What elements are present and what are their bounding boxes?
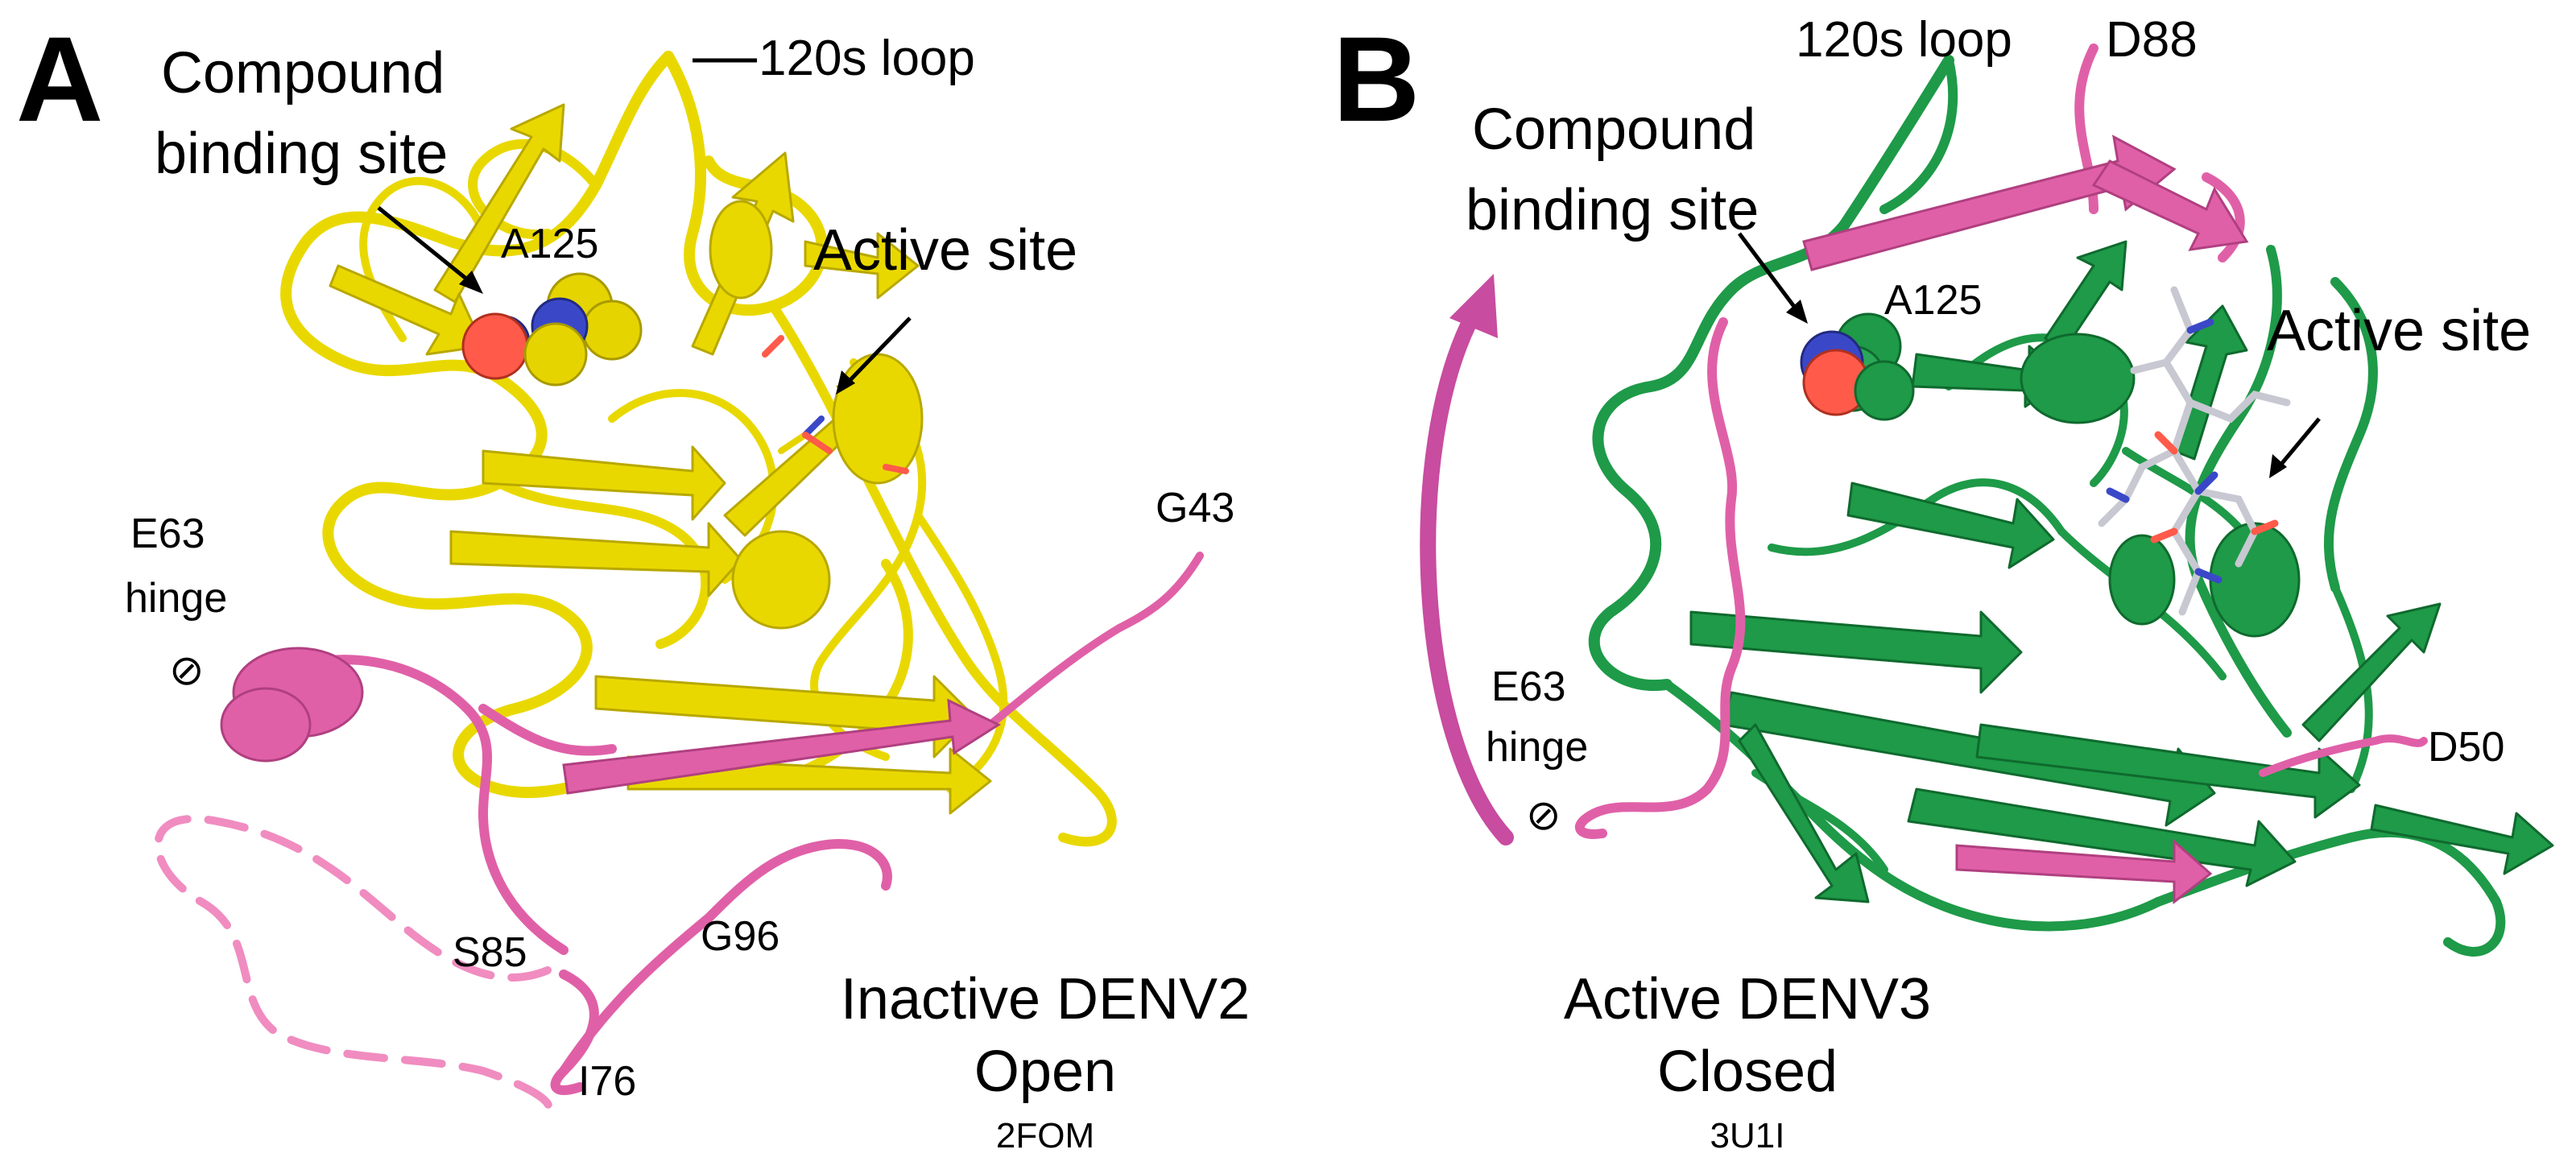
panel-b-a125-label: A125	[1884, 277, 1982, 324]
panel-b-active-arrow	[2277, 417, 2321, 469]
panel-a-active-arrow	[844, 316, 912, 387]
panel-a-a125-spheres	[461, 272, 643, 387]
panel-a-a125-label: A125	[501, 221, 598, 267]
panel-b-rotation-arrowhead	[1449, 274, 1498, 338]
panel-a-g96-label: G96	[701, 913, 779, 960]
panel-a-compound-label-line2: binding site	[155, 122, 448, 186]
panel-b-state-line1: Active DENV3	[1564, 967, 1931, 1031]
panel-a-hinge-label-line2: hinge	[125, 575, 227, 622]
panel-b-loop-label: 120s loop	[1796, 12, 2012, 68]
panel-b-active-site-label: Active site	[2267, 299, 2531, 363]
panel-a-compound-arrow	[377, 206, 477, 287]
panel-b-compound-label-line2: binding site	[1466, 178, 1759, 242]
panel-a-disordered-region	[154, 814, 553, 1115]
panel-a-hinge-label-line1: E63	[130, 511, 205, 557]
panel-a-pdb-id: 2FOM	[996, 1116, 1094, 1155]
panel-b-compound-label-line1: Compound	[1472, 97, 1755, 162]
panel-b: B	[1333, 11, 2554, 1155]
panel-b-letter: B	[1333, 11, 1420, 147]
panel-b-hinge-symbol: ⊘	[1526, 792, 1561, 839]
panel-b-pink-strand-bottom	[1955, 838, 2213, 905]
panel-a-active-site-sticks	[762, 335, 909, 474]
panel-a-helices	[709, 200, 924, 630]
panel-b-active-arrowhead	[2269, 454, 2287, 478]
panel-b-annotation-lines	[1738, 232, 2321, 469]
panel-b-rotation-arrow	[1420, 306, 1514, 845]
panel-a-g43-label: G43	[1156, 485, 1234, 531]
panel-a-hinge-symbol: ⊘	[169, 647, 205, 694]
panel-a-letter: A	[16, 11, 103, 147]
panel-a-compound-label-line1: Compound	[161, 41, 444, 105]
panel-a-pink-strand	[562, 698, 1002, 795]
panel-a-s85-label: S85	[453, 929, 527, 976]
panel-b-a125-spheres	[1800, 312, 1915, 421]
panel-a-flexible-region	[261, 552, 1204, 1095]
panel-b-hinge-label-line2: hinge	[1486, 724, 1588, 771]
panel-b-pdb-id: 3U1I	[1710, 1116, 1785, 1155]
panel-a-hinge-helix	[220, 647, 364, 763]
panel-a-i76-label: I76	[578, 1058, 636, 1105]
panel-a-loop-label: 120s loop	[759, 31, 975, 86]
panel-a-active-arrowhead	[836, 370, 855, 395]
panel-b-compound-arrowhead	[1786, 300, 1808, 324]
panel-b-state-line2: Closed	[1657, 1040, 1838, 1104]
panel-b-pink-strand-right	[2091, 159, 2249, 251]
panel-a-state-line1: Inactive DENV2	[841, 967, 1250, 1031]
panel-b-d88-label: D88	[2106, 12, 2198, 68]
panel-a-active-site-label: Active site	[813, 218, 1077, 283]
panel-b-helices	[2020, 333, 2301, 638]
panel-b-ligand-sticks	[2098, 286, 2291, 616]
panel-b-compound-arrow	[1738, 232, 1801, 316]
panel-a-compound-arrowhead	[459, 271, 483, 294]
panel-b-hinge-label-line1: E63	[1491, 663, 1566, 710]
panel-b-d50-label: D50	[2428, 724, 2504, 771]
panel-a-state-line2: Open	[974, 1040, 1116, 1104]
panel-a: A	[16, 11, 1250, 1155]
panel-a-annotation-lines	[377, 58, 912, 387]
